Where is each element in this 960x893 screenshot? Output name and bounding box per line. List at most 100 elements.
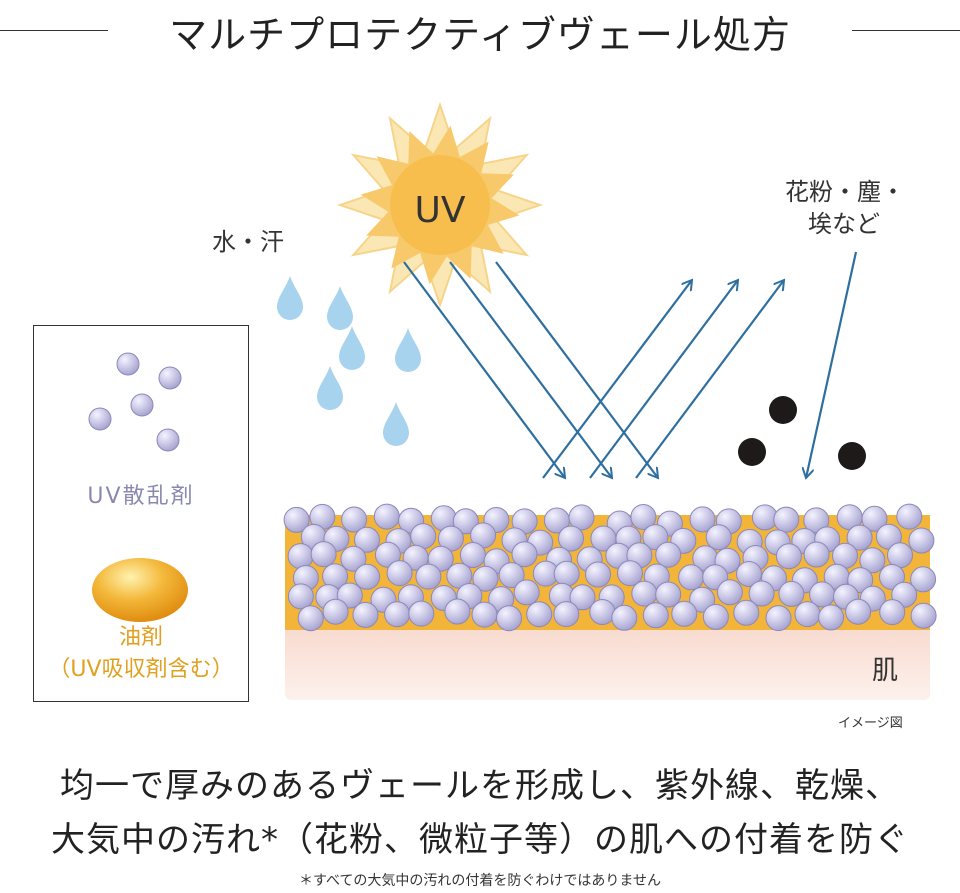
uv-label: UV <box>415 190 466 231</box>
uv-scatter-particle <box>617 560 643 587</box>
uv-scatter-particle <box>655 581 682 608</box>
uv-scatter-particle <box>861 505 888 532</box>
oil-drop-icon <box>92 558 188 622</box>
uv-scatter-particle <box>803 541 830 568</box>
water-drop-icon <box>339 326 365 370</box>
uv-scatter-particle <box>408 600 435 627</box>
uv-scatter-particle <box>908 527 935 554</box>
uv-scatter-particle <box>859 547 886 574</box>
uv-scatter-particle <box>631 580 658 607</box>
uv-scatter-particle <box>585 561 611 588</box>
uv-scatter-particle <box>846 524 873 551</box>
sun-icon <box>336 101 544 309</box>
legend-oil-line2: （UV吸収剤含む） <box>48 657 234 682</box>
skin-label: 肌 <box>872 656 899 686</box>
uv-scatter-particle <box>642 602 669 629</box>
veil-particles <box>283 503 937 632</box>
legend-particles-icon <box>88 352 182 452</box>
uv-scatter-particle <box>471 601 498 628</box>
water-drop-icon <box>383 402 409 446</box>
uv-scatter-particle <box>297 605 324 632</box>
uv-scatter-particle <box>705 524 732 551</box>
uv-scatter-particle <box>794 601 821 628</box>
uv-scatter-particle <box>498 562 525 589</box>
uv-scatter-particle <box>910 602 937 629</box>
uv-scatter-particle <box>341 506 368 533</box>
uv-ray-arrow <box>589 280 738 479</box>
uv-ray-arrow <box>403 261 565 478</box>
uv-ray-arrow <box>495 261 658 478</box>
uv-scatter-particle <box>322 598 349 625</box>
description-line-1: 均一で厚みのあるヴェールを形成し、紫外線、乾燥、 <box>60 766 900 806</box>
water-drops-icon <box>277 276 421 446</box>
water-drop-icon <box>395 328 421 372</box>
page-title: マルチプロテクティブヴェール処方 <box>169 13 791 57</box>
uv-scatter-particle <box>283 506 310 533</box>
uv-scatter-particle <box>373 503 400 530</box>
uv-scatter-particle <box>352 601 379 628</box>
uv-scatter-particle <box>678 564 705 591</box>
uv-scatter-particle <box>553 601 580 628</box>
legend-oil-label: 油剤 （UV吸収剤含む） <box>33 622 249 686</box>
water-drop-icon <box>317 366 343 410</box>
uv-scatter-particle <box>589 599 616 625</box>
uv-scatter-particle <box>655 541 682 568</box>
title-rule-right <box>852 30 960 31</box>
uv-scatter-particle <box>354 563 381 590</box>
uv-scatter-particle <box>642 524 669 551</box>
uv-scatter-particle <box>910 566 937 593</box>
uv-scatter-particle <box>513 579 540 606</box>
water-drop-icon <box>277 276 303 320</box>
uv-scatter-particle <box>496 605 522 632</box>
uv-scatter-particle <box>427 545 454 572</box>
uv-scatter-particle <box>354 526 380 553</box>
legend-box <box>33 325 249 702</box>
uv-scatter-particle <box>845 598 872 625</box>
description-line-2: 大気中の汚れ*（花粉、微粒子等）の肌への付着を防ぐ <box>51 820 909 860</box>
uv-scatter-particle <box>630 504 657 530</box>
uv-scatter-particle <box>374 541 401 568</box>
uv-scatter-particle <box>879 599 906 626</box>
uv-scatter-particle <box>716 579 743 606</box>
uv-scatter-particle <box>310 541 337 568</box>
image-note: イメージ図 <box>838 716 903 731</box>
uv-scatter-particle <box>689 506 716 533</box>
title-rule-left <box>0 30 108 31</box>
uv-scatter-particle <box>773 506 800 533</box>
uv-scatter-particle <box>569 584 596 611</box>
uv-scatter-particle <box>415 563 442 590</box>
legend-oil-line1: 油剤 <box>118 625 163 650</box>
uv-ray-arrow <box>542 280 692 479</box>
uv-scatter-particle <box>733 599 760 626</box>
uv-scatter-particle <box>472 565 499 592</box>
dust-particles-icon <box>738 396 866 470</box>
pollen-arrow <box>806 251 858 478</box>
pollen-label-1: 花粉・塵・ <box>785 178 905 206</box>
uv-scatter-particle <box>444 598 471 625</box>
uv-scatter-particle <box>702 603 729 630</box>
uv-scatter-particle <box>748 580 775 607</box>
footnote: ＊すべての大気中の汚れの付着を防ぐわけではありません <box>298 873 662 889</box>
uv-scatter-particle <box>736 561 762 587</box>
uv-scatter-particle <box>847 567 874 594</box>
water-label: 水・汗 <box>212 228 284 256</box>
uv-arrows <box>403 261 784 479</box>
legend-scatter-label: UV散乱剤 <box>87 484 195 509</box>
uv-scatter-particle <box>558 525 584 552</box>
uv-scatter-particle <box>568 504 595 531</box>
water-drop-icon <box>327 286 353 330</box>
pollen-label-2: 埃など <box>808 210 880 238</box>
uv-ray-arrow <box>635 280 784 479</box>
uv-scatter-particle <box>384 601 411 628</box>
uv-ray-arrow <box>449 261 612 478</box>
uv-scatter-particle <box>452 508 479 535</box>
uv-scatter-particle <box>340 545 367 572</box>
uv-scatter-particle <box>775 543 802 570</box>
uv-scatter-particle <box>511 541 538 568</box>
uv-scatter-particle <box>287 583 314 610</box>
uv-scatter-particle <box>818 604 845 631</box>
uv-scatter-particle <box>689 586 716 613</box>
uv-scatter-particle <box>765 605 792 632</box>
uv-scatter-particle <box>611 604 638 631</box>
